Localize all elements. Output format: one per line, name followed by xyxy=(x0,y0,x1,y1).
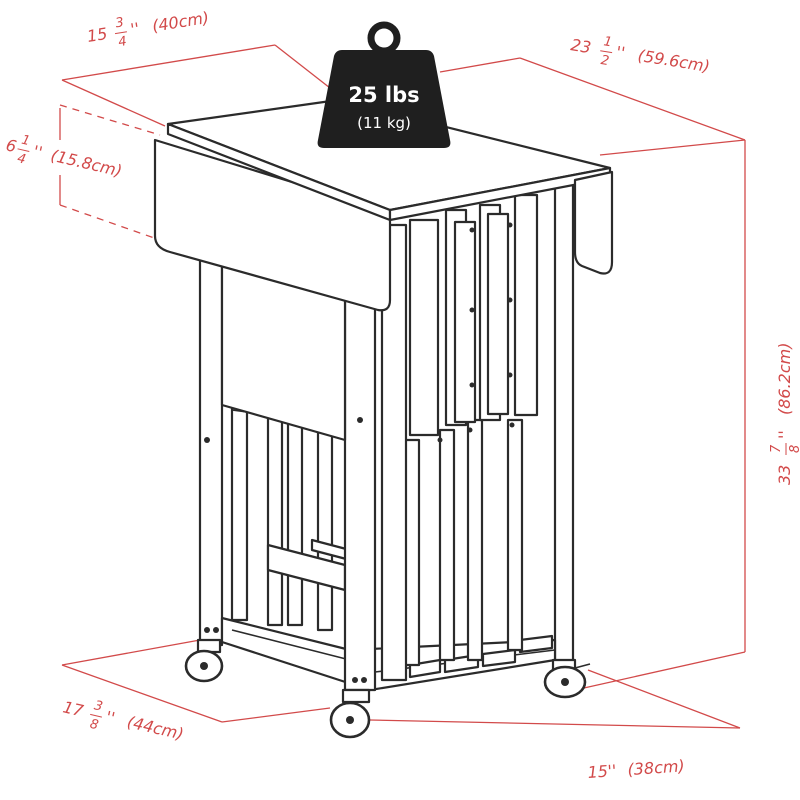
base-depth-denominator: 8 xyxy=(88,717,99,733)
rear-right-leg xyxy=(553,178,575,672)
caster-rear-right xyxy=(543,658,591,699)
top-depth-denominator: 2 xyxy=(600,53,611,69)
top-depth-numerator: 1 xyxy=(603,34,614,50)
top-depth-unit: '' xyxy=(615,42,627,62)
leaf-drop-unit: '' xyxy=(31,142,44,162)
dimension-lines xyxy=(59,44,746,729)
top-depth-label: 23 1 2 '' (59.6cm) xyxy=(569,34,712,76)
base-width-whole: 15 xyxy=(587,762,609,782)
top-width-unit: '' xyxy=(129,19,141,39)
weight-icon: 25 lbs (11 kg) xyxy=(317,21,451,148)
caster-rear-left xyxy=(184,638,224,683)
base-depth-metric: (44cm) xyxy=(125,712,185,743)
right-drop-leaf xyxy=(573,170,614,275)
leaf-drop-whole: 6 xyxy=(4,135,18,156)
base-width-unit: '' xyxy=(607,761,617,781)
top-depth-metric: (59.6cm) xyxy=(637,46,712,76)
top-width-denominator: 4 xyxy=(117,34,128,50)
height-label: 33 7 8 '' (86.2cm) xyxy=(769,343,800,486)
folding-cart xyxy=(153,98,614,739)
height-unit: '' xyxy=(775,430,794,439)
top-width-whole: 15 xyxy=(86,24,109,46)
weight-lbs: 25 lbs xyxy=(348,83,419,107)
height-metric: (86.2cm) xyxy=(775,343,794,416)
left-drop-leaf xyxy=(153,138,392,312)
height-whole: 33 xyxy=(775,465,794,485)
top-width-metric: (40cm) xyxy=(151,8,211,36)
base-depth-unit: '' xyxy=(104,707,117,727)
top-width-label: 15 3 4 '' (40cm) xyxy=(86,8,211,50)
front-left-leg xyxy=(343,248,377,692)
leaf-drop-denominator: 4 xyxy=(16,151,27,167)
top-width-numerator: 3 xyxy=(114,15,125,31)
weight-kg: (11 kg) xyxy=(357,114,411,132)
height-numerator: 7 xyxy=(769,444,784,453)
caster-front-left xyxy=(329,688,371,739)
base-width-metric: (38cm) xyxy=(627,756,685,779)
base-depth-numerator: 3 xyxy=(93,698,104,714)
top-depth-whole: 23 xyxy=(569,35,592,57)
rear-left-leg xyxy=(198,248,224,647)
base-width-label: 15 '' (38cm) xyxy=(587,756,685,782)
base-depth-label: 17 3 8 '' (44cm) xyxy=(61,697,185,743)
leaf-drop-label: 6 1 4 '' (15.8cm) xyxy=(4,133,124,181)
base-depth-whole: 17 xyxy=(61,697,86,720)
height-denominator: 8 xyxy=(788,445,800,453)
leaf-drop-numerator: 1 xyxy=(20,133,31,149)
